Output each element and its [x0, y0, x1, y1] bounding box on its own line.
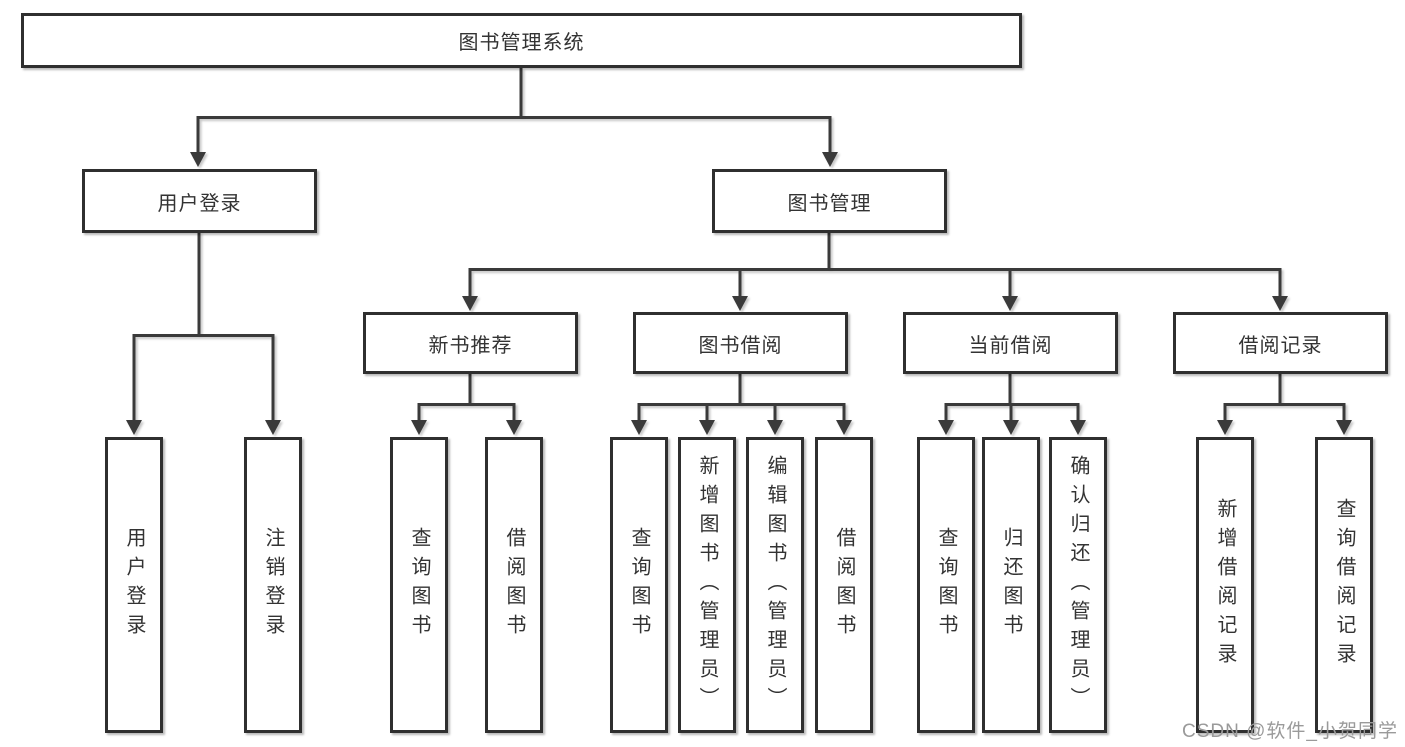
- csdn-watermark: CSDN @软件_小贺同学: [1182, 721, 1398, 742]
- node-book-management: 图书管理: [712, 169, 947, 233]
- leaf-confirm-return-admin-label: 确认归还（管理员）: [1067, 454, 1089, 716]
- node-current-borrowing: 当前借阅: [903, 312, 1118, 374]
- node-current-borrowing-label: 当前借阅: [968, 334, 1053, 357]
- node-book-borrowing-label: 图书借阅: [698, 334, 783, 357]
- leaf-query-borrow-record: 查询借阅记录: [1315, 437, 1373, 733]
- node-new-book-recommend: 新书推荐: [363, 312, 578, 374]
- leaf-query-books-recommend-label: 查询图书: [408, 527, 430, 643]
- leaf-query-books-borrowing: 查询图书: [610, 437, 668, 733]
- leaf-return-books-label: 归还图书: [1000, 527, 1022, 643]
- leaf-query-books-recommend: 查询图书: [390, 437, 448, 733]
- leaf-user-login: 用户登录: [105, 437, 163, 733]
- leaf-query-books-borrowing-label: 查询图书: [628, 527, 650, 643]
- leaf-add-borrow-record-label: 新增借阅记录: [1214, 498, 1236, 672]
- node-new-book-recommend-label: 新书推荐: [428, 334, 513, 357]
- node-book-borrowing: 图书借阅: [633, 312, 848, 374]
- leaf-add-borrow-record: 新增借阅记录: [1196, 437, 1254, 733]
- node-book-management-label: 图书管理: [787, 192, 872, 215]
- leaf-query-books-current-label: 查询图书: [935, 527, 957, 643]
- node-user-login: 用户登录: [82, 169, 317, 233]
- leaf-return-books: 归还图书: [982, 437, 1040, 733]
- node-borrowing-records: 借阅记录: [1173, 312, 1388, 374]
- leaf-query-borrow-record-label: 查询借阅记录: [1333, 498, 1355, 672]
- node-root-system-label: 图书管理系统: [458, 32, 585, 54]
- leaf-edit-books-admin: 编辑图书（管理员）: [746, 437, 804, 733]
- leaf-edit-books-admin-label: 编辑图书（管理员）: [764, 454, 786, 716]
- node-borrowing-records-label: 借阅记录: [1238, 334, 1323, 357]
- leaf-user-login-label: 用户登录: [123, 527, 145, 643]
- arrowhead-icon-group: [126, 152, 1352, 435]
- leaf-query-books-current: 查询图书: [917, 437, 975, 733]
- leaf-borrow-books-recommend-label: 借阅图书: [503, 527, 525, 643]
- connector-line-group: [132, 68, 1346, 421]
- leaf-add-books-admin: 新增图书（管理员）: [678, 437, 736, 733]
- node-user-login-label: 用户登录: [157, 192, 242, 215]
- leaf-borrow-books-recommend: 借阅图书: [485, 437, 543, 733]
- leaf-borrow-books-borrowing: 借阅图书: [815, 437, 873, 733]
- leaf-add-books-admin-label: 新增图书（管理员）: [696, 454, 718, 716]
- leaf-confirm-return-admin: 确认归还（管理员）: [1049, 437, 1107, 733]
- leaf-logout-label: 注销登录: [262, 527, 284, 643]
- leaf-logout: 注销登录: [244, 437, 302, 733]
- node-root-system: 图书管理系统: [21, 13, 1022, 68]
- leaf-borrow-books-borrowing-label: 借阅图书: [833, 527, 855, 643]
